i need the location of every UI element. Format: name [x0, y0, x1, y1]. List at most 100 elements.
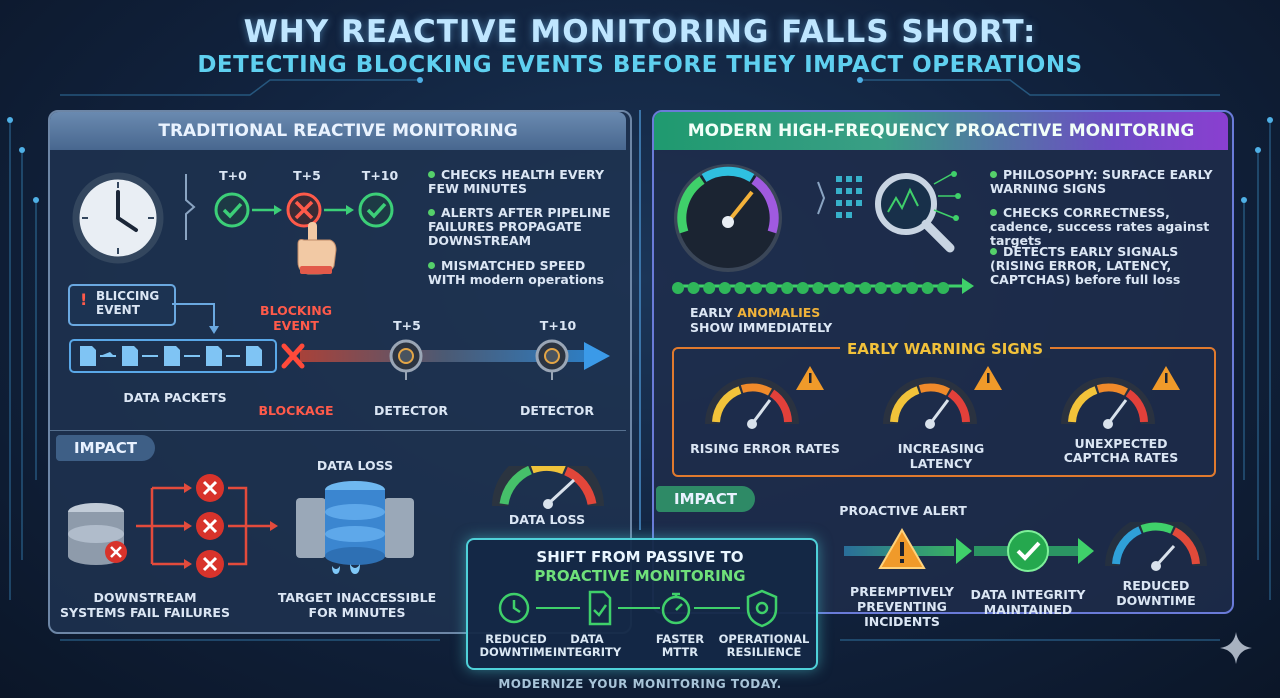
detector-icon [535, 339, 569, 373]
t10-label: T+10 [539, 318, 577, 333]
clock-icon [498, 592, 530, 624]
check-dot-icon [687, 282, 700, 294]
data-loss-top-label: DATA LOSS [316, 458, 394, 473]
reactive-impact-tag: IMPACT [56, 435, 155, 461]
bracket-divider [185, 174, 196, 240]
warning-gauge-icon [883, 366, 1002, 429]
check-dots-row [672, 282, 950, 294]
error-x-icon [105, 541, 127, 563]
check-dot-icon [906, 282, 918, 294]
downstream-label: DOWNSTREAM SYSTEMS FAIL FAILURES [60, 590, 230, 620]
bullet-dot-icon [428, 171, 435, 178]
proactive-alert-label: PROACTIVE ALERT [839, 503, 967, 518]
event-box [68, 284, 176, 326]
bullet-dot-icon [990, 209, 997, 216]
event-box-label: BLICCING EVENT [96, 289, 160, 317]
early-warning-title: EARLY WARNING SIGNS [840, 340, 1050, 358]
warning-item-3: UNEXPECTED CAPTCHA RATES [1063, 436, 1179, 465]
error-x-icon [196, 550, 224, 578]
leaking-server-icon [296, 481, 414, 574]
check-dot-icon [703, 282, 716, 294]
check-dot-icon [781, 282, 794, 294]
shield-gear-icon [746, 589, 778, 628]
check-dot-icon [750, 282, 762, 294]
footer-tagline: MODERNIZE YOUR MONITORING TODAY. [498, 677, 782, 691]
proactive-panel-header: MODERN HIGH-FREQUENCY PROACTIVE MONITORI… [654, 112, 1228, 150]
warning-item-1: RISING ERROR RATES [690, 441, 840, 456]
check-dot-icon [843, 282, 856, 294]
file-icon [80, 346, 96, 366]
t5-label: T+5 [393, 318, 421, 333]
event-connector [172, 303, 219, 334]
proactive-impact-tag: IMPACT [656, 486, 755, 512]
missed-check-icon [286, 192, 322, 228]
shift-callout-line1: SHIFT FROM PASSIVE TO [536, 548, 744, 566]
packet-flow [69, 339, 610, 380]
proactive-bullet-1: PHILOSOPHY: SURFACE EARLY WARNING SIGNS [990, 167, 1213, 196]
data-loss-gauge-icon [492, 466, 604, 509]
preempt-label: PREEMPTIVELY PREVENTING INCIDENTS [850, 584, 954, 629]
file-icon [206, 346, 222, 366]
file-icon [246, 346, 262, 366]
warning-gauge-icon [1061, 366, 1180, 429]
warning-item-2: INCREASING LATENCY [897, 441, 985, 471]
check-circle-icon [1007, 530, 1049, 572]
cta-icons [498, 589, 778, 628]
bullet-dot-icon [990, 171, 997, 178]
check-dot-icon [921, 282, 934, 294]
cta-item-1: REDUCED DOWNTIME [479, 632, 553, 659]
proactive-bullet-2: CHECKS CORRECTNESS, cadence, success rat… [990, 205, 1210, 248]
file-icon [122, 346, 138, 366]
cta-item-2: DATA INTEGRITY [552, 632, 622, 659]
proactive-impact-flow [844, 522, 1207, 572]
shift-callout-line2: PROACTIVE MONITORING [534, 567, 746, 585]
check-dot-icon [765, 282, 778, 294]
reduced-downtime-label: REDUCED DOWNTIME [1116, 578, 1196, 608]
reactive-bullet-2: ALERTS AFTER PIPELINE FAILURES PROPAGATE… [428, 205, 611, 248]
check-dot-icon [937, 282, 950, 294]
check-dot-icon [812, 282, 825, 294]
impact-flow-reactive [68, 466, 604, 578]
detector-label-1: DETECTOR [374, 403, 448, 418]
check-dot-icon [672, 282, 684, 294]
check-dot-icon [718, 282, 731, 294]
page-title: WHY REACTIVE MONITORING FALLS SHORT: [243, 14, 1037, 50]
error-x-icon [196, 474, 224, 502]
blockage-label: BLOCKAGE [258, 403, 334, 418]
warning-gauge-icon [705, 366, 824, 429]
timeline-label-t5: T+5 [293, 168, 321, 183]
reactive-bullet-1: CHECKS HEALTH EVERY FEW MINUTES [428, 167, 605, 196]
impact-divider [50, 430, 626, 431]
exclamation-icon: ! [80, 290, 88, 309]
speedometer-icon [674, 164, 782, 272]
integrity-label: DATA INTEGRITY MAINTAINED [970, 587, 1086, 617]
cta-item-3: FASTER MTTR [655, 632, 705, 659]
reactive-panel-header: TRADITIONAL REACTIVE MONITORING [50, 112, 626, 150]
document-check-icon [588, 590, 612, 626]
timeline-label-t10: T+10 [361, 168, 399, 183]
sparkle-icon [1220, 632, 1252, 664]
bullet-dot-icon [428, 262, 435, 269]
magnifier-icon [875, 173, 955, 253]
check-icon [214, 192, 250, 228]
check-dot-icon [734, 282, 747, 294]
reactive-bullet-3: MISMATCHED SPEED WITH modern operations [428, 258, 605, 287]
detector-icon [389, 339, 423, 373]
clock-icon [72, 172, 164, 264]
check-dot-icon [796, 282, 809, 294]
check-timeline [214, 192, 394, 275]
check-dot-icon [890, 282, 903, 294]
file-icon [164, 346, 180, 366]
data-loss-gauge-label: DATA LOSS [508, 512, 586, 527]
page-subtitle: DETECTING BLOCKING EVENTS BEFORE THEY IM… [197, 52, 1083, 78]
pointing-hand-icon [297, 222, 337, 275]
warning-triangle-icon [878, 528, 926, 569]
blocking-event-label: BLOCKING EVENT [260, 303, 332, 333]
warning-gauges [705, 366, 1180, 429]
stopwatch-icon [661, 592, 691, 625]
check-dot-icon [828, 282, 840, 294]
blockage-x-icon [281, 343, 305, 369]
timeline-label-t0: T+0 [219, 168, 247, 183]
